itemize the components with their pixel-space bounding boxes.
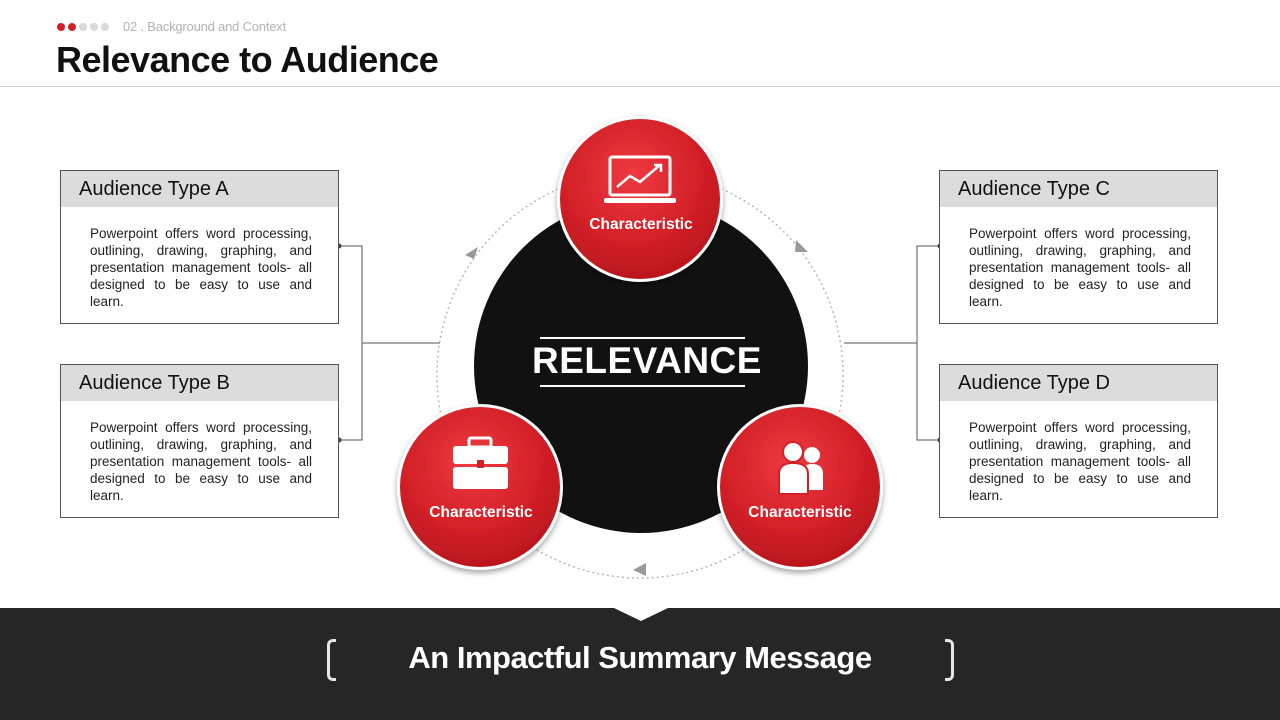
footer-notch bbox=[614, 608, 668, 621]
relevance-core bbox=[474, 199, 808, 533]
users-icon bbox=[778, 441, 823, 495]
audience-description: Powerpoint offers word processing, outli… bbox=[90, 420, 312, 503]
audience-title: Audience Type A bbox=[61, 171, 338, 207]
audience-box-d: Audience Type D Powerpoint offers word p… bbox=[939, 364, 1218, 518]
progress-dot bbox=[57, 23, 65, 31]
progress-dot bbox=[79, 23, 87, 31]
characteristic-top-label: Characteristic bbox=[589, 216, 693, 233]
audience-description: Powerpoint offers word processing, outli… bbox=[969, 226, 1191, 309]
right-connector bbox=[844, 243, 943, 443]
orbit-arrow bbox=[465, 247, 478, 259]
bracket-left bbox=[327, 639, 336, 681]
page-title: Relevance to Audience bbox=[56, 39, 439, 80]
briefcase-icon bbox=[453, 436, 508, 489]
progress-dot bbox=[101, 23, 109, 31]
bracket-right bbox=[945, 639, 954, 681]
summary-message: An Impactful Summary Message bbox=[408, 640, 872, 675]
characteristic-right-label: Characteristic bbox=[748, 504, 852, 521]
relevance-line-bottom bbox=[540, 385, 745, 387]
audience-box-a: Audience Type A Powerpoint offers word p… bbox=[60, 170, 339, 324]
characteristic-left-label: Characteristic bbox=[429, 504, 533, 521]
progress-dot bbox=[90, 23, 98, 31]
audience-title: Audience Type B bbox=[61, 365, 338, 401]
audience-title: Audience Type D bbox=[940, 365, 1217, 401]
section-label: 02 . Background and Context bbox=[123, 19, 286, 34]
audience-box-c: Audience Type C Powerpoint offers word p… bbox=[939, 170, 1218, 324]
summary-footer bbox=[0, 608, 1280, 720]
audience-title: Audience Type C bbox=[940, 171, 1217, 207]
audience-description: Powerpoint offers word processing, outli… bbox=[90, 226, 312, 309]
audience-description: Powerpoint offers word processing, outli… bbox=[969, 420, 1191, 503]
orbit-arrow bbox=[795, 240, 808, 252]
relevance-line-top bbox=[540, 337, 745, 339]
progress-dots bbox=[57, 23, 109, 31]
orbit-arrow bbox=[633, 563, 646, 576]
progress-dot bbox=[68, 23, 76, 31]
relevance-label: RELEVANCE bbox=[532, 340, 762, 381]
laptop-chart-icon bbox=[604, 155, 676, 203]
left-connector bbox=[336, 243, 440, 443]
header-divider bbox=[0, 86, 1280, 87]
audience-box-b: Audience Type B Powerpoint offers word p… bbox=[60, 364, 339, 518]
